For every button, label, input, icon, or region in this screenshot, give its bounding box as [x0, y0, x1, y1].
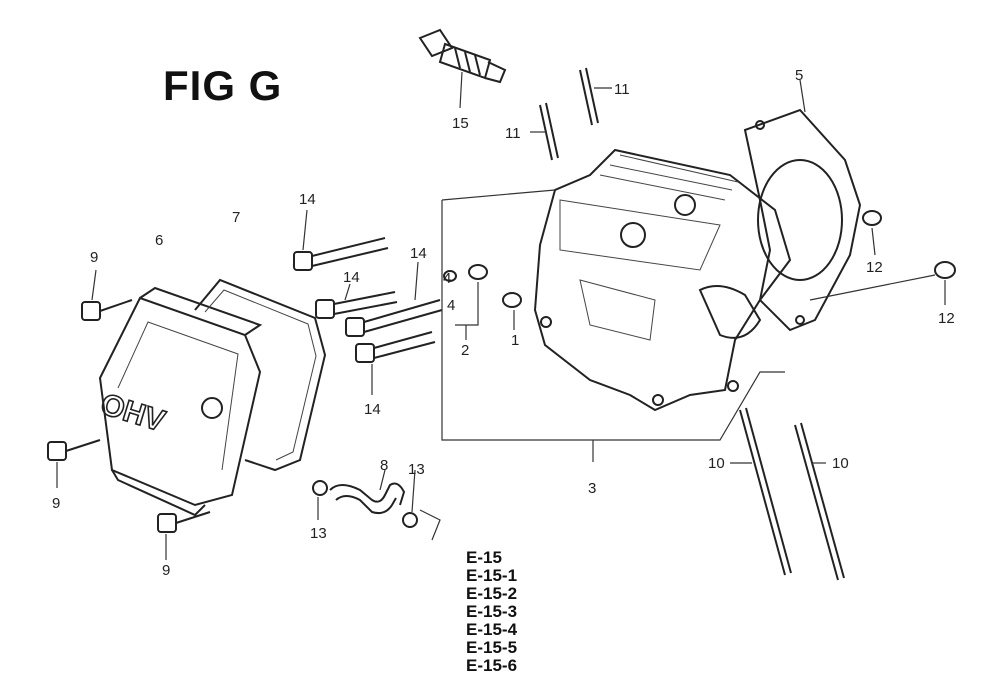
callout-9b: 9 [52, 495, 60, 512]
callout-14c: 14 [410, 245, 427, 262]
callout-10b: 10 [832, 455, 849, 472]
bolt-14-mid [315, 283, 398, 319]
callout-15: 15 [452, 115, 469, 132]
callout-2: 2 [461, 342, 469, 359]
callout-8: 8 [380, 457, 388, 474]
callout-4a: 4 [443, 270, 451, 287]
spark-plug [418, 28, 507, 109]
bolt-9-top [81, 269, 133, 321]
bolt-9-bottom [157, 511, 211, 560]
reference-code: E-15-4 [466, 620, 518, 639]
dowel-12 [809, 210, 956, 305]
breather-tube [329, 469, 406, 515]
bolt-9-left [47, 439, 101, 488]
reference-code: E-15-6 [466, 656, 518, 675]
callout-10a: 10 [708, 455, 725, 472]
figure-title: FIG G [163, 62, 283, 109]
reference-code: E-15-1 [466, 566, 518, 585]
reference-code: E-15-5 [466, 638, 518, 657]
dowel-pins [443, 264, 522, 340]
bolt-14-long [345, 261, 443, 337]
callout-12b: 12 [938, 310, 955, 327]
callout-1: 1 [511, 332, 519, 349]
callout-14b: 14 [343, 269, 360, 286]
cylinder-head [533, 148, 792, 412]
reference-code: E-15 [466, 548, 502, 567]
callout-11a: 11 [505, 125, 521, 142]
reference-code: E-15-2 [466, 584, 518, 603]
callout-13a: 13 [310, 525, 327, 542]
tube-clamps [312, 469, 441, 541]
callout-3: 3 [588, 480, 596, 497]
callout-14d: 14 [364, 401, 381, 418]
studs [530, 67, 845, 581]
callout-5: 5 [795, 67, 803, 84]
reference-code: E-15-3 [466, 602, 518, 621]
valve-cover: OHV [96, 286, 263, 517]
callout-9a: 9 [90, 249, 98, 266]
callout-7: 7 [232, 209, 240, 226]
callout-9c: 9 [162, 562, 170, 579]
callout-14a: 14 [299, 191, 316, 208]
callout-4b: 4 [447, 297, 455, 314]
cover-gasket [194, 278, 327, 472]
assembly-bracket [441, 200, 785, 441]
callout-13b: 13 [408, 461, 425, 478]
head-gasket [743, 79, 862, 332]
callout-6: 6 [155, 232, 163, 249]
callout-11b: 11 [614, 81, 630, 98]
bolt-14-low [355, 331, 436, 395]
callout-12a: 12 [866, 259, 883, 276]
bolt-14-top [293, 209, 389, 271]
